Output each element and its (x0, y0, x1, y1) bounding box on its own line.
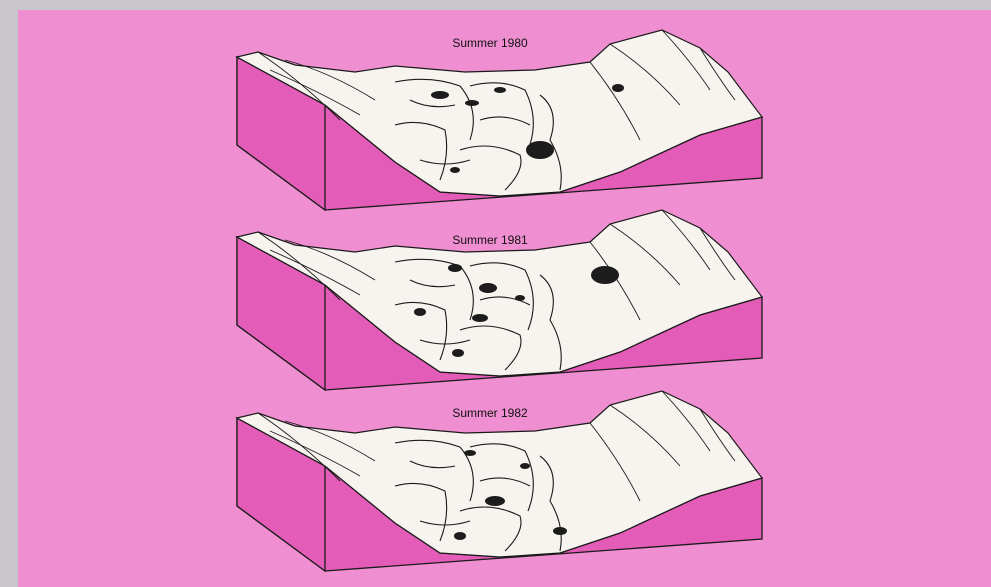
melt-pond (450, 167, 460, 173)
top-border-strip (0, 0, 991, 10)
melt-pond (464, 450, 476, 456)
melt-pond (520, 463, 530, 469)
melt-pond (431, 91, 449, 99)
melt-pond (612, 84, 624, 92)
panel-label-1980: Summer 1980 (452, 36, 528, 50)
melt-pond (494, 87, 506, 93)
melt-pond (452, 349, 464, 357)
melt-pond (526, 141, 554, 159)
melt-pond (515, 295, 525, 301)
melt-pond (591, 266, 619, 284)
panel-label-1981: Summer 1981 (452, 233, 528, 247)
melt-pond (553, 527, 567, 535)
melt-pond (448, 264, 462, 272)
melt-pond (472, 314, 488, 322)
melt-pond (414, 308, 426, 316)
melt-pond (465, 100, 479, 106)
melt-pond (454, 532, 466, 540)
melt-pond (479, 283, 497, 293)
panel-label-1982: Summer 1982 (452, 406, 528, 420)
melt-pond (485, 496, 505, 506)
left-border-strip (0, 0, 18, 587)
